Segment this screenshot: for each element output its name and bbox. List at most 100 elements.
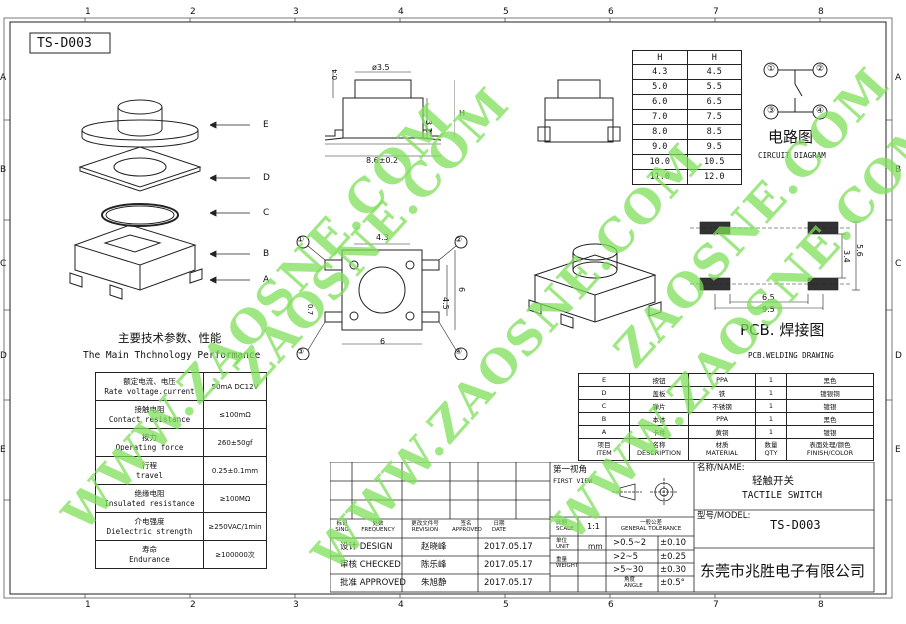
bom-header-en: DESCRIPTION <box>637 448 681 457</box>
height-cell: 6.0 <box>632 94 688 110</box>
param-name-en: travel <box>135 470 164 480</box>
model-label: 型号/MODEL: <box>697 511 751 521</box>
tolerance-range: >5~30 <box>613 565 644 575</box>
grid-row-a: A <box>0 73 7 83</box>
height-cell: 4.3 <box>632 64 688 80</box>
part-label-b: B <box>263 249 270 259</box>
rev-header-cn: 更改文件号 <box>411 521 439 527</box>
param-name-cn: 寿命 <box>142 545 157 555</box>
title-block-frame <box>330 462 875 593</box>
height-cell: 6.5 <box>686 94 742 110</box>
signoff-date: 2017.05.17 <box>484 578 533 588</box>
grid-col-3-bottom: 3 <box>293 600 299 610</box>
param-value: 0.25±0.1mm <box>203 456 267 485</box>
param-name-cn: 绝缘电阻 <box>134 489 165 499</box>
bom-cell: C <box>578 399 630 413</box>
first-view-cn: 第一视角 <box>553 465 588 475</box>
param-name-cn: 行程 <box>142 461 157 471</box>
front-dim-thickness: 0.4 <box>331 68 339 80</box>
height-cell: 5.5 <box>686 79 742 95</box>
drawing-code: TS-D003 <box>37 36 92 51</box>
param-name-en: Rate voltage.current <box>104 386 195 396</box>
rev-header-cn: 日期 <box>493 521 505 527</box>
part-label-d: D <box>263 173 270 183</box>
front-dim-diameter: ø3.5 <box>372 63 390 72</box>
signoff-name: 朱旭静 <box>421 578 447 588</box>
bom-header-en: MATERIAL <box>705 448 739 457</box>
grid-col-1: 1 <box>85 7 91 17</box>
tolerance-value: ±0.10 <box>660 538 687 548</box>
top-dim-pin-pitch: 4.5 <box>441 297 450 310</box>
circuit-pin-2: ② <box>816 64 825 74</box>
pcb-dim-inner-width: 6.5 <box>762 293 775 302</box>
bom-cell: 黄铜 <box>688 425 756 439</box>
grid-col-5-bottom: 5 <box>503 600 509 610</box>
performance-title-en: The Main Thchnology Performance <box>83 350 261 361</box>
performance-table: 额定电流、电压 Rate voltage.current 50mA DC12V … <box>95 372 267 569</box>
pcb-title: PCB. 焊接图 <box>740 321 825 339</box>
side-view <box>537 79 621 143</box>
signoff-role: 审核 CHECKED <box>340 560 401 570</box>
param-name-en: Endurance <box>129 554 170 564</box>
grid-col-5: 5 <box>503 7 509 17</box>
param-name-cn: 额定电流、电压 <box>123 377 176 387</box>
height-cell: 4.5 <box>686 64 742 80</box>
bom-cell: 1 <box>755 412 787 426</box>
bom-cell: 镀银 <box>786 399 874 413</box>
pin-2-label: ② <box>455 235 463 244</box>
weight-label-en: WEIGHT <box>556 563 579 570</box>
grid-col-7: 7 <box>713 7 719 17</box>
circuit-diagram <box>763 62 828 120</box>
bom-header-en: ITEM <box>596 448 612 457</box>
pin-4-label: ④ <box>455 347 463 356</box>
grid-col-7-bottom: 7 <box>713 600 719 610</box>
bom-header-cn: 数量 <box>764 440 778 449</box>
bom-cell: 镀银 <box>786 425 874 439</box>
rev-header-en: APPROVED <box>452 527 482 534</box>
bom-header-en: FINISH/COLOR <box>806 448 854 457</box>
tolerance-label-cn: 一般公差 <box>639 520 662 526</box>
tolerance-value: ±0.5° <box>660 578 685 588</box>
bom-header-en: QTY <box>764 448 778 457</box>
param-value: 260±50gf <box>203 428 267 457</box>
pcb-dim-outer-width: 9.5 <box>762 305 775 314</box>
pin-1-label: ① <box>297 235 305 244</box>
product-name-cn: 轻触开关 <box>752 475 794 487</box>
performance-title-cn: 主要技术参数、性能 <box>118 331 222 345</box>
tolerance-label-en: GENERAL TOLERANCE <box>620 526 682 533</box>
grid-row-d: D <box>0 351 7 361</box>
grid-col-2-bottom: 2 <box>190 600 196 610</box>
front-dim-h: H <box>459 109 466 118</box>
unit-label-cn: 单位 <box>556 538 568 544</box>
angle-label-cn: 角度 <box>624 577 636 583</box>
top-dim-body-width: 6 <box>380 337 386 346</box>
pcb-footprint <box>690 221 860 310</box>
grid-col-6: 6 <box>608 7 614 17</box>
tolerance-range: >0.5~2 <box>613 538 647 548</box>
bom-cell: B <box>578 412 630 426</box>
param-name-en: Dielectric strength <box>106 526 193 536</box>
height-header-1: H <box>632 50 688 65</box>
rev-header-cn: 签名 <box>460 521 472 527</box>
angle-label-en: ANGLE <box>624 583 643 590</box>
grid-row-e: E <box>0 445 6 455</box>
unit-value: mm <box>588 542 603 551</box>
name-label: 名称/NAME: <box>697 463 745 473</box>
rev-header-en: REVISION <box>411 527 439 534</box>
circuit-pin-3: ③ <box>767 106 776 116</box>
part-label-e: E <box>263 120 269 130</box>
param-name-cn: 接触电阻 <box>134 405 165 415</box>
bom-cell: 黑色 <box>786 373 874 387</box>
tolerance-range: >2~5 <box>613 552 639 562</box>
param-name-en: Operating force <box>115 442 184 452</box>
scale-value: 1:1 <box>587 522 600 531</box>
